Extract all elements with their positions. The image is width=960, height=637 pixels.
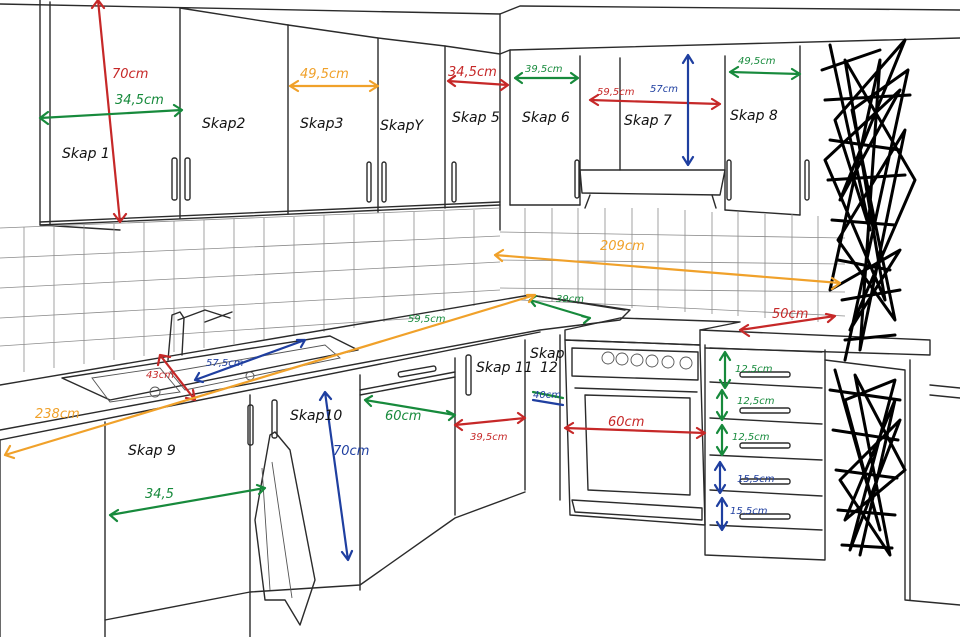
upper-cabinets-right — [499, 37, 960, 216]
dim-39-5cm-lower: 39,5cm — [470, 432, 508, 443]
sink — [61, 309, 359, 403]
dim-60cm-lower: 60cm — [385, 409, 421, 424]
dim-57cm-e: 57cm — [650, 84, 678, 95]
label-skap12-line2: 12 — [540, 360, 558, 376]
oven — [564, 317, 741, 526]
dim-59-5cm-counter: 59,5cm — [408, 314, 446, 325]
label-skap11: Skap 11 — [476, 360, 533, 376]
dimension-labels: 70cm 34,5cm 49,5cm 34,5cm 39,5cm 59,5cm … — [35, 56, 808, 517]
label-skap12-line1: Skap — [530, 346, 565, 362]
dim-12-5cm-a: 12,5cm — [735, 364, 773, 375]
label-skap1: Skap 1 — [62, 146, 110, 162]
dim-209cm: 209cm — [600, 239, 645, 254]
dim-49-5cm-f: 49,5cm — [738, 56, 776, 67]
dim-40cm-skap12: 40cm — [533, 390, 561, 401]
dim-59-5cm-d: 59,5cm — [597, 87, 635, 98]
dim-57-5cm-sink: 57,5cm — [206, 358, 244, 369]
dim-70cm-upper: 70cm — [112, 67, 148, 82]
dim-49-5cm-a: 49,5cm — [300, 67, 349, 82]
cabinet-labels: Skap 1 Skap2 Skap3 SkapY Skap 5 Skap 6 S… — [62, 108, 778, 459]
label-skap5: Skap 5 — [452, 110, 500, 126]
dim-12-5cm-c: 12,5cm — [732, 432, 770, 443]
dim-34-5cm-upper: 34,5cm — [115, 93, 164, 108]
dim-34-5cm-b: 34,5cm — [448, 65, 497, 80]
dim-34-5-lower: 34,5 — [145, 487, 174, 502]
upper-cabinets-left — [39, 0, 501, 231]
dimension-lines — [3, 0, 842, 562]
countertop — [0, 294, 931, 441]
label-skap4: SkapY — [380, 118, 424, 134]
label-skap6: Skap 6 — [522, 110, 570, 126]
scribble-redaction — [820, 38, 917, 557]
dim-238cm: 238cm — [35, 407, 80, 422]
label-skap7: Skap 7 — [624, 113, 672, 129]
label-skap3: Skap3 — [300, 116, 343, 132]
backsplash-tiles — [0, 207, 846, 372]
dim-12-5cm-b: 12,5cm — [737, 396, 775, 407]
label-skap8: Skap 8 — [730, 108, 778, 124]
dim-60cm-oven: 60cm — [608, 415, 644, 430]
room-structure — [0, 3, 960, 231]
label-skap9: Skap 9 — [128, 443, 176, 459]
dim-39cm: 39cm — [556, 294, 584, 305]
label-skap2: Skap2 — [202, 116, 245, 132]
dim-43cm-sink: 43cm — [146, 370, 174, 381]
dim-15-5cm-a: 15,5cm — [737, 474, 775, 485]
lower-cabinets-left — [0, 334, 561, 637]
dim-39-5cm-c: 39,5cm — [525, 64, 563, 75]
dim-15-5cm-b: 15,5cm — [730, 506, 768, 517]
dim-70cm-lower: 70cm — [333, 444, 369, 459]
label-skap10: Skap10 — [290, 408, 342, 424]
dim-50cm: 50cm — [772, 307, 808, 322]
